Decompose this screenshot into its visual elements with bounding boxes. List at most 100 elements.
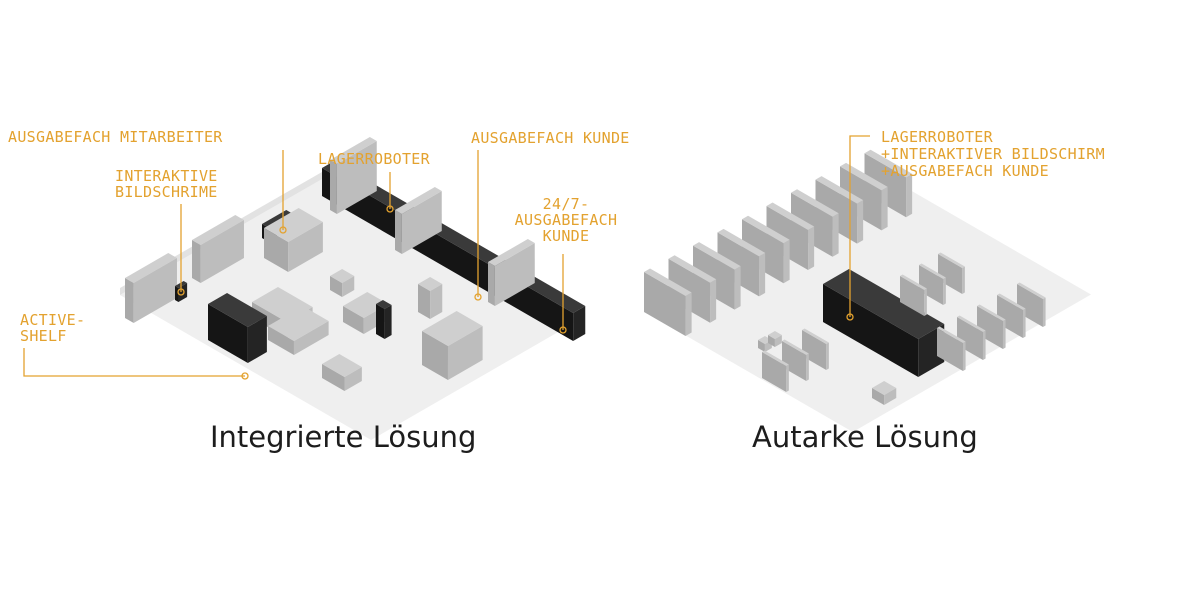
counter-box xyxy=(264,208,323,242)
small-shelf-left xyxy=(782,339,809,355)
shelf-front-front xyxy=(447,326,483,380)
small-shelf-right-front xyxy=(1042,297,1046,327)
standalone-robot-side xyxy=(823,284,919,377)
label-ausgabefach-kunde: AUSGABEFACH KUNDE xyxy=(471,129,630,147)
shelf-wall-1-side xyxy=(125,278,134,323)
shelf-row-side xyxy=(864,153,907,218)
small-box-front-side xyxy=(872,388,885,405)
shelf-row-front xyxy=(759,252,766,297)
table-l-2 xyxy=(268,306,329,341)
shelf-row-front xyxy=(906,173,913,218)
shelf-row-front xyxy=(734,266,741,310)
small-table-front xyxy=(344,367,362,391)
shelf-row-side xyxy=(717,232,760,297)
active-shelf-side xyxy=(208,304,248,363)
cylinder xyxy=(418,277,443,291)
cylinder-side xyxy=(418,284,431,319)
shelf-front-side xyxy=(422,331,448,380)
shelf-row xyxy=(791,189,839,217)
title-integrated: Integrierte Lösung xyxy=(210,420,477,454)
oval-table xyxy=(343,292,389,318)
small-shelf-mid xyxy=(919,263,946,279)
small-box-front xyxy=(872,381,897,395)
small-box-front xyxy=(342,276,355,297)
shelf-wall-2-front xyxy=(200,220,244,283)
label-line: SHELF xyxy=(20,327,67,345)
small-shelf-right xyxy=(1017,282,1046,299)
label-lagerroboter: LAGERROBOTER xyxy=(318,150,430,168)
oval-table-side xyxy=(343,306,364,334)
shelf-back-1 xyxy=(330,137,377,164)
small-shelf-right-side xyxy=(997,295,1023,338)
small-shelf-mid-front xyxy=(924,288,927,316)
shelf-row-side xyxy=(742,219,784,284)
shelf-row xyxy=(864,149,913,178)
leader-standalone-robot xyxy=(849,135,870,317)
shelf-row-side xyxy=(668,258,711,323)
small-shelf-left-front xyxy=(786,364,789,392)
lagerroboter-bar-side xyxy=(322,168,574,341)
small-shelf-right-front xyxy=(1022,308,1026,338)
counter-box-side xyxy=(264,228,289,272)
shelf-row-front xyxy=(881,186,888,231)
shelf-row-front xyxy=(832,213,839,257)
kiosk-screen-front xyxy=(384,305,392,339)
table-l-2-front xyxy=(293,321,329,355)
kiosk-screen xyxy=(376,300,392,309)
counter-box-front xyxy=(288,222,323,272)
shelf-row-front xyxy=(710,279,717,323)
small-shelf-right-front xyxy=(962,341,966,371)
label-line: +INTERAKTIVER BILDSCHIRM xyxy=(881,145,1105,163)
shelf-row xyxy=(742,215,790,244)
small-box-side xyxy=(330,276,343,297)
table-l-2-side xyxy=(268,326,294,355)
title-standalone: Autarke Lösung xyxy=(752,420,978,454)
interactive-screen-side xyxy=(175,286,179,302)
shelf-row-front xyxy=(685,292,692,336)
shelf-row xyxy=(815,176,864,204)
leader-lagerroboter-dot xyxy=(386,205,394,213)
small-table xyxy=(322,354,362,377)
label-standalone-robot: LAGERROBOTER+INTERAKTIVER BILDSCHIRM+AUS… xyxy=(881,129,1105,180)
label-line: AUSGABEFACH xyxy=(514,211,618,229)
shelf-row-side xyxy=(815,179,858,244)
small-shelf-right xyxy=(977,304,1006,321)
small-shelf-left-side xyxy=(782,341,807,381)
small-shelf-mid-side xyxy=(900,276,925,316)
small-table-side xyxy=(322,364,345,391)
label-line: ACTIVE- xyxy=(20,311,86,329)
shelf-row xyxy=(766,202,815,230)
shelf-back-1-side xyxy=(330,160,337,214)
leader-24-7-ausgabefach-dot xyxy=(559,326,567,334)
small-shelf-mid-front xyxy=(943,277,946,305)
small-shelf-mid xyxy=(938,252,965,268)
shelf-row xyxy=(717,228,766,257)
small-cube xyxy=(768,331,782,339)
small-box xyxy=(330,269,355,283)
small-box-front-front xyxy=(884,388,897,405)
label-line: KUNDE xyxy=(542,227,590,245)
small-shelf-mid-side xyxy=(919,265,944,305)
kiosk-screen-side xyxy=(376,304,385,339)
shelf-wall-2 xyxy=(192,215,244,245)
leader-ausgabefach-kunde-dot xyxy=(474,293,482,301)
leader-ausgabefach-mitarbeiter-dot xyxy=(279,226,287,234)
shelf-row-side xyxy=(791,192,833,257)
label-line: INTERAKTIVE xyxy=(115,167,218,185)
active-shelf xyxy=(208,293,267,327)
small-shelf-right-side xyxy=(937,328,963,371)
small-shelf-right-front xyxy=(982,330,986,360)
label-ausgabefach-mitarbeiter: AUSGABEFACH MITARBEITER xyxy=(8,128,223,146)
small-shelf-right-side xyxy=(957,317,983,360)
small-shelf-left-side xyxy=(802,330,827,370)
shelf-back-3-side xyxy=(488,262,495,306)
small-shelf-right-side xyxy=(977,306,1003,349)
shelf-row-side xyxy=(693,245,735,310)
shelf-back-2-front xyxy=(401,191,442,254)
shelf-back-1-front xyxy=(336,141,377,214)
label-line: BILDSCHRIME xyxy=(115,183,218,201)
shelf-back-2 xyxy=(395,187,442,214)
shelf-row xyxy=(840,162,888,191)
shelf-row-side xyxy=(766,206,809,270)
